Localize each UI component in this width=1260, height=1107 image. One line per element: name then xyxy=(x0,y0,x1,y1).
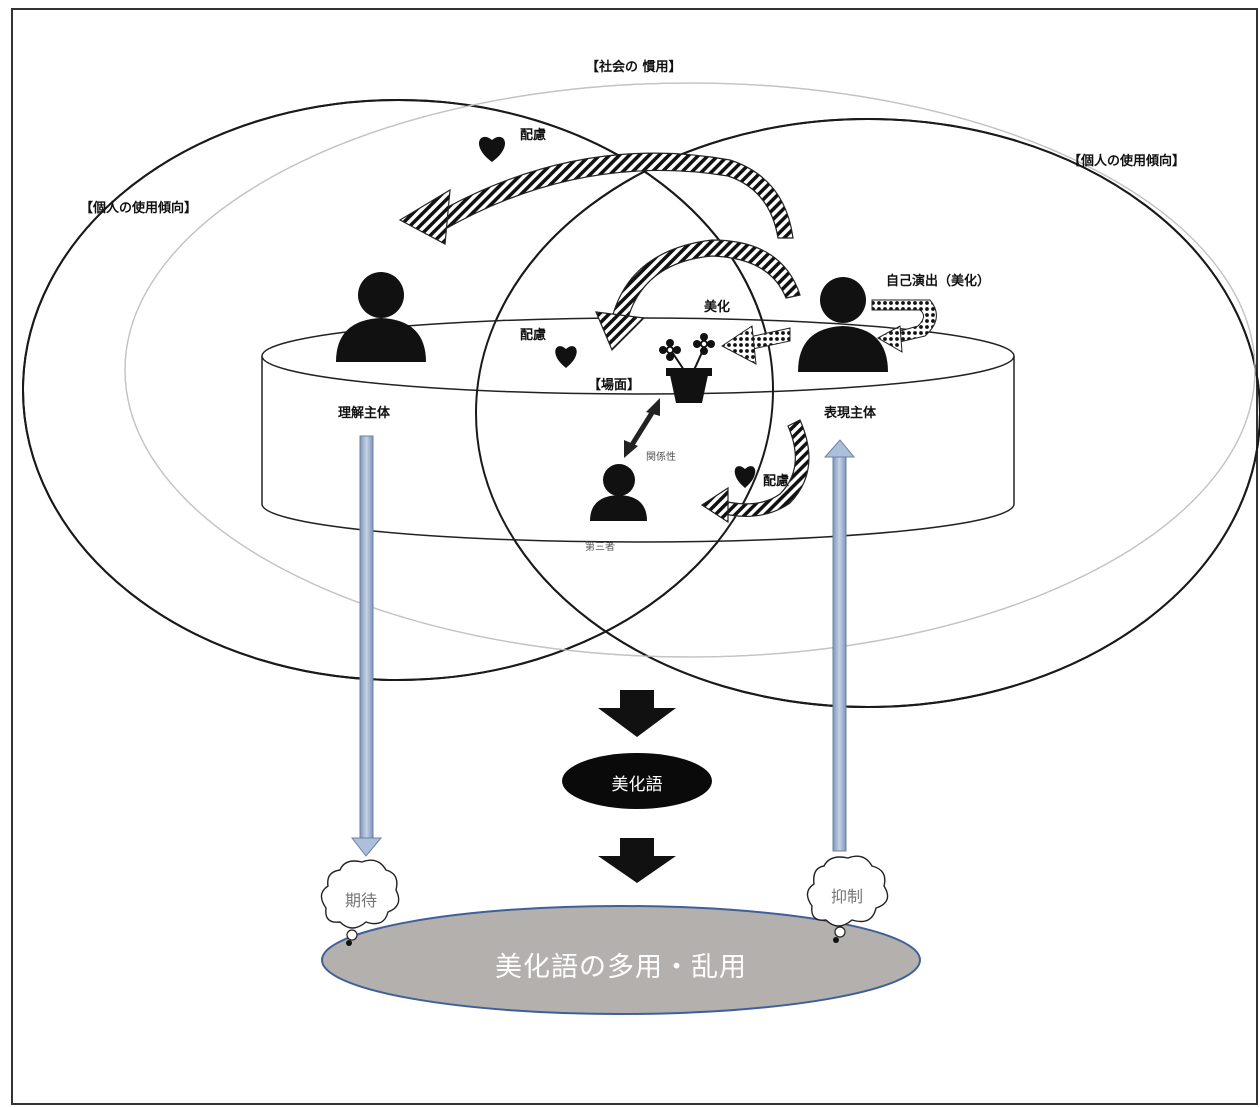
expectation-cloud xyxy=(320,859,400,946)
bikago-oval xyxy=(562,753,712,809)
social-usage-label: 【社会の 慣用】 xyxy=(586,60,682,75)
consideration-arrow-mid xyxy=(595,239,801,352)
self-direction-label: 自己演出（美化） xyxy=(886,274,991,289)
restraint-label: 抑制 xyxy=(830,887,863,906)
heart-icon xyxy=(734,466,756,488)
expresser-person xyxy=(798,277,888,372)
beautify-label: 美化 xyxy=(704,300,731,315)
bikago-label: 美化語 xyxy=(611,775,663,795)
flower-pot xyxy=(659,333,715,403)
heart-icon xyxy=(478,136,506,162)
consideration-arrow-top xyxy=(398,152,794,245)
expresser-up-arrow xyxy=(823,439,856,852)
relation-label: 関係性 xyxy=(646,452,676,463)
interpreter-label: 理解主体 xyxy=(338,406,391,421)
interpreter-person xyxy=(336,272,426,362)
relation-arrow xyxy=(624,398,660,458)
restraint-cloud xyxy=(806,855,889,943)
interpreter-down-arrow xyxy=(350,435,383,857)
consideration-label-top: 配慮 xyxy=(520,128,547,143)
down-arrow-2 xyxy=(598,838,676,883)
consideration-arrow-low xyxy=(700,419,810,524)
heart-icon xyxy=(555,346,577,368)
scene-label: 【場面】 xyxy=(588,378,641,393)
self-direction-arrow xyxy=(871,299,937,353)
expectation-label: 期待 xyxy=(344,891,377,910)
down-arrow-1 xyxy=(598,690,676,737)
third-party-person xyxy=(590,464,647,521)
overuse-label: 美化語の多用・乱用 xyxy=(495,952,747,983)
third-party-label: 第三者 xyxy=(585,542,615,553)
beautify-arrow xyxy=(721,325,791,365)
expresser-label: 表現主体 xyxy=(824,406,877,421)
consideration-label-low: 配慮 xyxy=(763,474,790,489)
figure-frame xyxy=(11,8,1258,1105)
consideration-label-mid: 配慮 xyxy=(520,328,547,343)
overuse-ellipse xyxy=(321,905,921,1015)
individual-usage-left-label: 【個人の使用傾向】 xyxy=(80,201,198,216)
individual-usage-right-label: 【個人の使用傾向】 xyxy=(1068,154,1186,169)
